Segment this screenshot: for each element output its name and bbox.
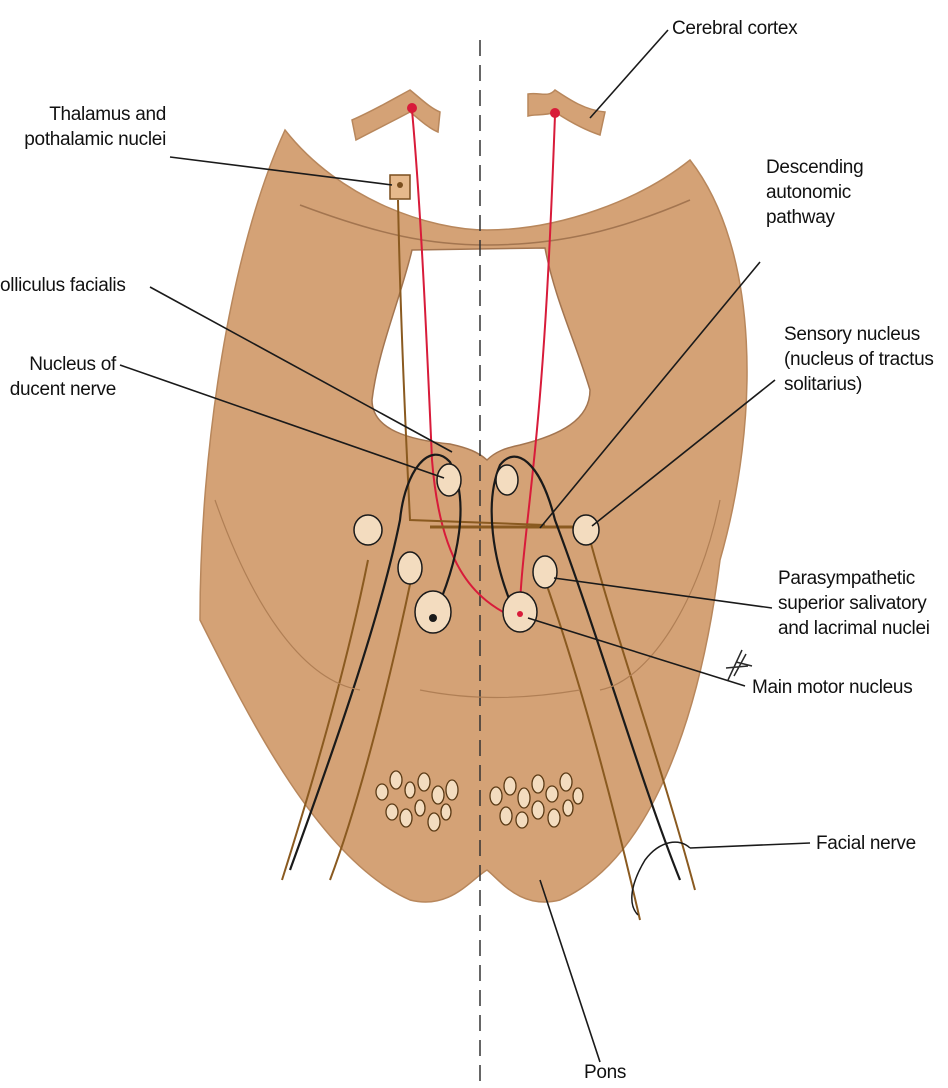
sensory-nucleus-left <box>354 515 382 545</box>
label-cerebral-cortex: Cerebral cortex <box>672 16 797 41</box>
label-pons: Pons <box>584 1060 626 1085</box>
pontine-nucleus <box>441 804 451 820</box>
cortex-neuron-right <box>550 108 560 118</box>
thalamus-nucleus-dot <box>397 182 403 188</box>
motor-neuron-right <box>517 611 523 617</box>
label-sensory-nucleus: Sensory nucleus (nucleus of tractus soli… <box>784 322 934 397</box>
parasympathetic-nucleus-left <box>398 552 422 584</box>
pontine-nucleus <box>386 804 398 820</box>
motor-neuron-left <box>429 614 437 622</box>
parasympathetic-nucleus-right <box>533 556 557 588</box>
abducent-nucleus-left <box>437 464 461 496</box>
pontine-nucleus <box>432 786 444 804</box>
abducent-nucleus-right <box>496 465 518 495</box>
cerebral-cortex-right <box>528 90 605 135</box>
label-main-motor: Main motor nucleus <box>752 675 912 700</box>
pontine-nucleus <box>376 784 388 800</box>
leader-cerebral-cortex <box>590 30 668 118</box>
label-nucleus-abducent: Nucleus of ducent nerve <box>0 352 116 402</box>
pontine-nucleus <box>490 787 502 805</box>
pontine-nucleus <box>546 786 558 802</box>
facial-nerve-exit <box>632 842 690 915</box>
cerebral-cortex-left <box>352 90 440 140</box>
pontine-nucleus <box>500 807 512 825</box>
pontine-nucleus <box>428 813 440 831</box>
label-parasympathetic: Parasympathetic superior salivatory and … <box>778 566 930 641</box>
pontine-nucleus <box>532 801 544 819</box>
pontine-nucleus <box>518 788 530 808</box>
pontine-nucleus <box>563 800 573 816</box>
pontine-nucleus <box>573 788 583 804</box>
pontine-nucleus <box>504 777 516 795</box>
leader-facial-nerve <box>690 843 810 848</box>
pontine-nucleus <box>560 773 572 791</box>
sensory-nucleus-right <box>573 515 599 545</box>
pontine-nucleus <box>405 782 415 798</box>
pontine-nucleus <box>400 809 412 827</box>
pontine-nucleus <box>548 809 560 827</box>
pontine-nucleus <box>446 780 458 800</box>
pontine-nucleus <box>415 800 425 816</box>
label-descending-autonomic: Descending autonomic pathway <box>766 155 863 230</box>
pontine-nucleus <box>390 771 402 789</box>
main-motor-nucleus-left <box>415 591 451 633</box>
label-thalamus: Thalamus and pothalamic nuclei <box>0 102 166 152</box>
pontine-nucleus <box>532 775 544 793</box>
pontine-nucleus <box>516 812 528 828</box>
leader-pons <box>540 880 600 1062</box>
pontine-nucleus <box>418 773 430 791</box>
label-facial-nerve: Facial nerve <box>816 831 916 856</box>
label-colliculus-facialis: olliculus facialis <box>0 273 126 298</box>
artist-signature <box>726 650 752 680</box>
cortex-neuron-left <box>407 103 417 113</box>
